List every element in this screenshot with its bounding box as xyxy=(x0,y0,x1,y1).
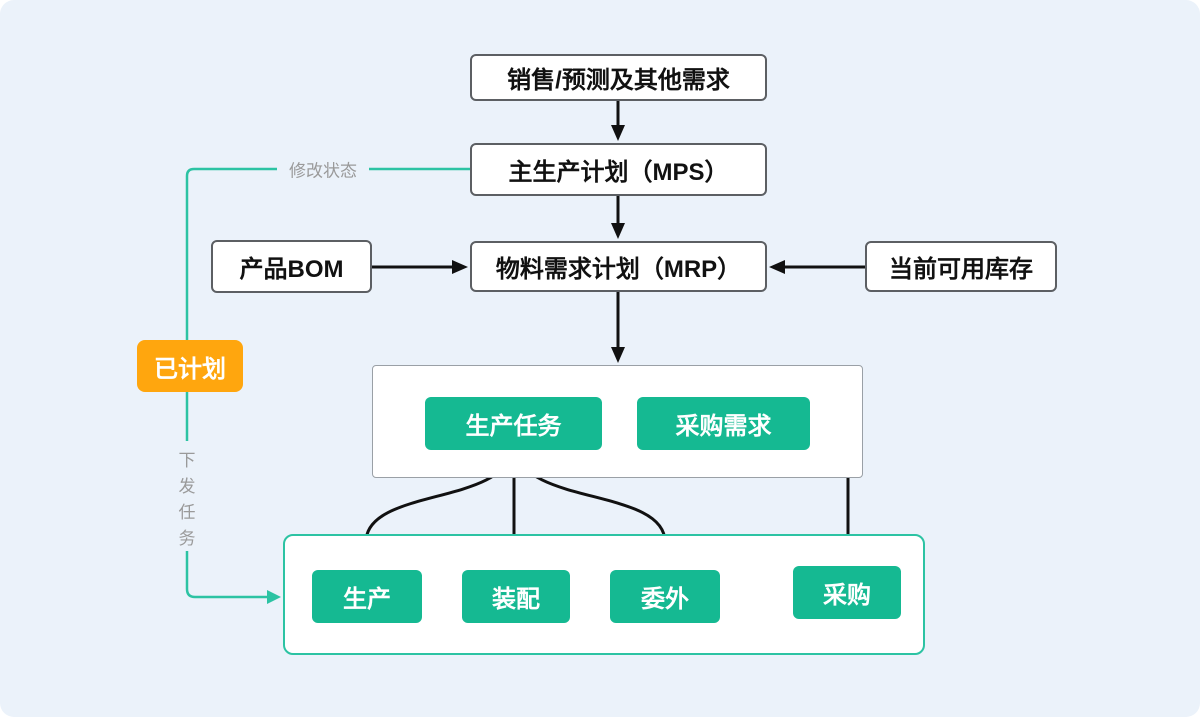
node-production-task: 生产任务 xyxy=(425,397,602,450)
node-product-bom: 产品BOM xyxy=(211,240,372,293)
badge-planned: 已计划 xyxy=(137,340,243,392)
line-label-to-badge xyxy=(185,167,277,441)
node-purchase: 采购 xyxy=(793,566,901,619)
label-modify-status: 修改状态 xyxy=(289,161,357,181)
node-available-inventory: 当前可用库存 xyxy=(865,241,1057,292)
teal-lines xyxy=(185,167,470,599)
node-mrp: 物料需求计划（MRP） xyxy=(470,241,767,292)
node-sales-forecast: 销售/预测及其他需求 xyxy=(470,54,767,101)
node-mps: 主生产计划（MPS） xyxy=(470,143,767,196)
node-purchase-demand: 采购需求 xyxy=(637,397,810,450)
line-badge-to-container xyxy=(185,551,267,599)
node-assembly: 装配 xyxy=(462,570,570,623)
node-outsource: 委外 xyxy=(610,570,720,623)
teal-arrowhead xyxy=(267,590,281,604)
label-dispatch-task: 下发任务 xyxy=(178,451,196,548)
node-produce: 生产 xyxy=(312,570,422,623)
